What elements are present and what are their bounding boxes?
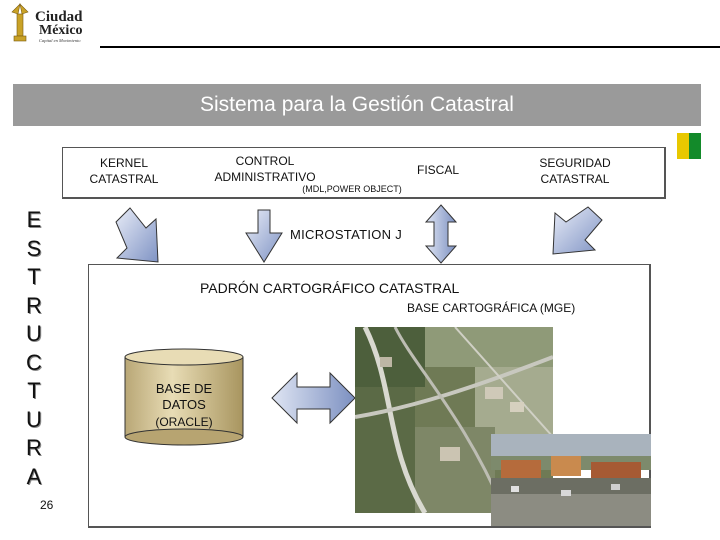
vertical-letter: A xyxy=(26,463,42,489)
seguridad-down-arrow xyxy=(552,206,603,255)
vertical-letter: E xyxy=(26,207,42,232)
database-label: BASE DE DATOS xyxy=(128,381,240,413)
ground-photo xyxy=(491,434,651,526)
green-swatch xyxy=(689,133,701,159)
base-cartografica-label: BASE CARTOGRÁFICA (MGE) xyxy=(407,301,576,315)
header-divider xyxy=(100,46,720,48)
logo-text-mexico: México xyxy=(39,23,83,38)
estructura-vertical-word: E S T R U C T U R A xyxy=(18,206,50,491)
microstation-label: MICROSTATION J xyxy=(290,227,403,242)
vertical-letter: U xyxy=(26,321,42,346)
module-seguridad-line1: SEGURIDAD xyxy=(539,156,611,170)
slide-title: Sistema para la Gestión Catastral xyxy=(200,93,514,116)
kernel-down-arrow xyxy=(115,207,159,263)
database-cylinder-icon xyxy=(124,348,244,446)
vertical-letter: S xyxy=(26,235,42,261)
module-fiscal: FISCAL xyxy=(416,163,459,177)
module-control-line2: ADMINISTRATIVO xyxy=(214,170,316,184)
module-kernel-line1: KERNEL xyxy=(99,156,149,170)
database-label-line2: DATOS xyxy=(162,397,206,412)
vertical-letter: C xyxy=(26,349,42,375)
module-kernel-line2: CATASTRAL xyxy=(89,172,159,186)
module-seguridad-line2: CATASTRAL xyxy=(540,172,610,186)
database-exchange-double-arrow xyxy=(271,371,356,425)
vertical-letter: R xyxy=(26,292,42,318)
database-label-line1: BASE DE xyxy=(155,381,213,396)
control-down-arrow xyxy=(245,209,283,263)
logo-text-ciudad: Ciudad xyxy=(35,9,83,25)
title-band xyxy=(13,84,701,126)
vertical-letter: T xyxy=(27,378,41,403)
database-engine-label: (ORACLE) xyxy=(155,415,213,429)
module-seguridad: SEGURIDAD CATASTRAL xyxy=(525,155,625,187)
vertical-letter: R xyxy=(26,435,42,460)
module-control-sub: (MDL,POWER OBJECT) xyxy=(302,184,402,194)
yellow-swatch xyxy=(677,133,689,159)
modules-box xyxy=(62,147,666,199)
fiscal-double-arrow xyxy=(424,204,458,264)
ciudad-mexico-logo: Ciudad México Capital en Movimiento xyxy=(11,3,83,43)
logo-tagline: Capital en Movimiento xyxy=(39,38,81,43)
module-kernel: KERNEL CATASTRAL xyxy=(74,155,174,187)
module-control-line1: CONTROL xyxy=(235,154,295,168)
page-number: 26 xyxy=(40,498,54,512)
vertical-letter: T xyxy=(27,264,41,289)
vertical-letter: U xyxy=(26,406,42,432)
module-control: CONTROL ADMINISTRATIVO xyxy=(205,153,325,185)
padron-title: PADRÓN CARTOGRÁFICO CATASTRAL xyxy=(200,280,460,296)
